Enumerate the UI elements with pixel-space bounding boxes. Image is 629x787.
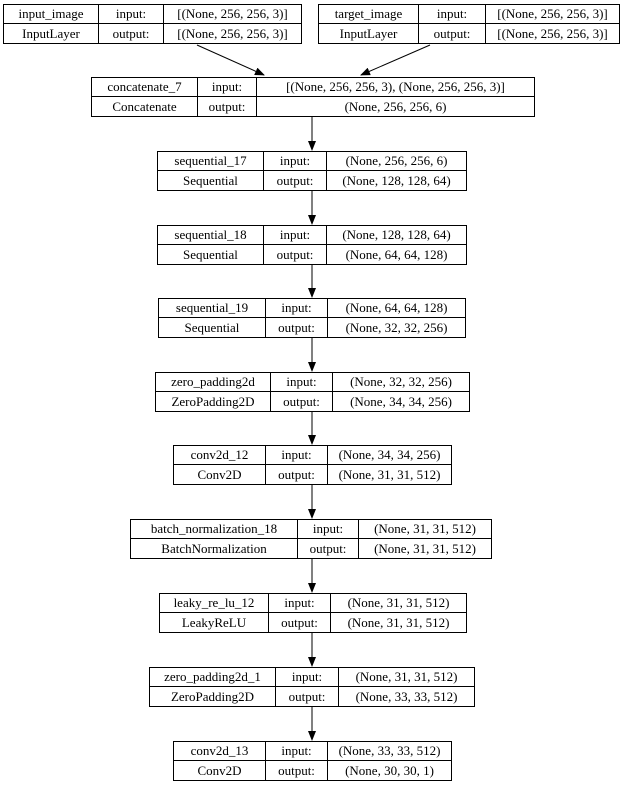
input-shape: (None, 31, 31, 512) — [339, 668, 474, 687]
node-input_image: input_image input: [(None, 256, 256, 3)]… — [3, 4, 302, 44]
layer-name: leaky_re_lu_12 — [160, 594, 269, 613]
node-sequential_17: sequential_17 input: (None, 256, 256, 6)… — [157, 151, 467, 191]
layer-name: zero_padding2d_1 — [150, 668, 276, 687]
input-shape: [(None, 256, 256, 3)] — [486, 5, 619, 24]
layer-name: sequential_17 — [158, 152, 264, 171]
edge-target_image-concatenate_7 — [360, 44, 431, 76]
input-label: input: — [419, 5, 486, 24]
output-shape: (None, 32, 32, 256) — [345, 319, 448, 335]
node-zero_padding2d: zero_padding2d input: (None, 32, 32, 256… — [155, 372, 470, 412]
output-shape: (None, 128, 128, 64) — [342, 172, 451, 188]
layer-type: Sequential — [159, 318, 266, 337]
output-label: output: — [264, 245, 327, 264]
output-shape: (None, 30, 30, 1) — [345, 762, 434, 778]
layer-type: ZeroPadding2D — [156, 392, 271, 411]
edge-input_image-concatenate_7 — [196, 44, 265, 76]
output-label: output: — [198, 97, 257, 116]
output-label: output: — [419, 24, 486, 43]
input-label: input: — [266, 742, 328, 761]
node-leaky_re_lu_12: leaky_re_lu_12 input: (None, 31, 31, 512… — [159, 593, 467, 633]
input-label: input: — [266, 299, 328, 318]
output-shape: (None, 64, 64, 128) — [345, 246, 448, 262]
node-conv2d_13: conv2d_13 input: (None, 33, 33, 512) Con… — [173, 741, 452, 781]
layer-name: sequential_18 — [158, 226, 264, 245]
input-label: input: — [198, 78, 257, 97]
output-label: output: — [298, 539, 359, 558]
layer-type: Conv2D — [174, 761, 266, 780]
output-shape: (None, 31, 31, 512) — [374, 540, 476, 556]
input-label: input: — [264, 152, 327, 171]
output-label: output: — [264, 171, 327, 190]
input-label: input: — [99, 5, 164, 24]
output-shape: (None, 34, 34, 256) — [350, 393, 452, 409]
input-shape: (None, 64, 64, 128) — [328, 299, 465, 318]
input-label: input: — [269, 594, 331, 613]
node-conv2d_12: conv2d_12 input: (None, 34, 34, 256) Con… — [173, 445, 452, 485]
output-label: output: — [266, 761, 328, 780]
input-shape: (None, 31, 31, 512) — [331, 594, 466, 613]
input-shape: (None, 32, 32, 256) — [333, 373, 469, 392]
output-label: output: — [276, 687, 339, 706]
output-shape: (None, 31, 31, 512) — [338, 466, 441, 482]
output-shape: (None, 256, 256, 6) — [344, 98, 447, 114]
layer-type: Sequential — [158, 171, 264, 190]
node-sequential_19: sequential_19 input: (None, 64, 64, 128)… — [158, 298, 466, 338]
output-shape: [(None, 256, 256, 3)] — [177, 25, 288, 41]
input-shape: (None, 33, 33, 512) — [328, 742, 451, 761]
input-shape: (None, 34, 34, 256) — [328, 446, 451, 465]
output-label: output: — [269, 613, 331, 632]
output-shape: (None, 31, 31, 512) — [347, 614, 450, 630]
layer-type: Conv2D — [174, 465, 266, 484]
layer-type: InputLayer — [319, 24, 419, 43]
layer-name: target_image — [319, 5, 419, 24]
output-shape: (None, 33, 33, 512) — [355, 688, 458, 704]
output-label: output: — [99, 24, 164, 43]
output-label: output: — [271, 392, 333, 411]
node-sequential_18: sequential_18 input: (None, 128, 128, 64… — [157, 225, 467, 265]
node-target_image: target_image input: [(None, 256, 256, 3)… — [318, 4, 620, 44]
layer-type: Sequential — [158, 245, 264, 264]
layer-name: zero_padding2d — [156, 373, 271, 392]
layer-type: LeakyReLU — [160, 613, 269, 632]
layer-name: batch_normalization_18 — [131, 520, 298, 539]
input-label: input: — [276, 668, 339, 687]
input-shape: [(None, 256, 256, 3)] — [164, 5, 301, 24]
layer-type: Concatenate — [92, 97, 198, 116]
input-label: input: — [264, 226, 327, 245]
input-shape: (None, 31, 31, 512) — [359, 520, 491, 539]
input-shape: [(None, 256, 256, 3), (None, 256, 256, 3… — [257, 78, 534, 97]
node-zero_padding2d_1: zero_padding2d_1 input: (None, 31, 31, 5… — [149, 667, 475, 707]
node-batch_normalization_18: batch_normalization_18 input: (None, 31,… — [130, 519, 492, 559]
input-label: input: — [298, 520, 359, 539]
input-label: input: — [271, 373, 333, 392]
input-shape: (None, 256, 256, 6) — [327, 152, 466, 171]
layer-name: conv2d_12 — [174, 446, 266, 465]
input-shape: (None, 128, 128, 64) — [327, 226, 466, 245]
layer-type: ZeroPadding2D — [150, 687, 276, 706]
layer-name: sequential_19 — [159, 299, 266, 318]
layer-name: input_image — [4, 5, 99, 24]
layer-name: conv2d_13 — [174, 742, 266, 761]
node-concatenate_7: concatenate_7 input: [(None, 256, 256, 3… — [91, 77, 535, 117]
layer-type: BatchNormalization — [131, 539, 298, 558]
layer-name: concatenate_7 — [92, 78, 198, 97]
input-label: input: — [266, 446, 328, 465]
output-label: output: — [266, 465, 328, 484]
layer-type: InputLayer — [4, 24, 99, 43]
output-label: output: — [266, 318, 328, 337]
output-shape: [(None, 256, 256, 3)] — [497, 25, 608, 41]
